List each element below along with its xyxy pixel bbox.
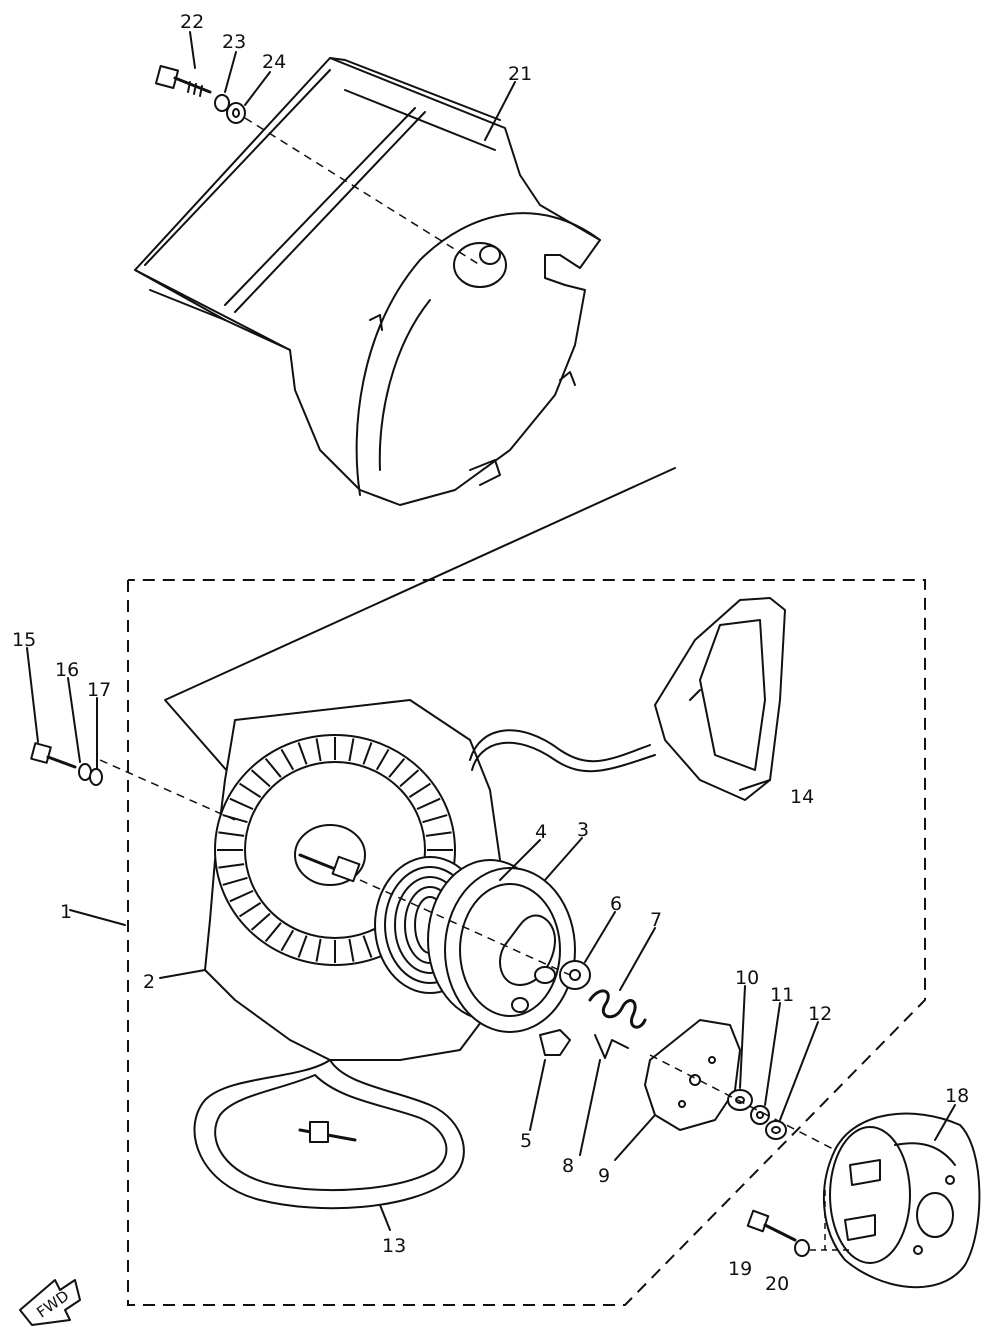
assembly-boundary <box>127 579 926 1306</box>
callout-17: 17 <box>87 679 111 701</box>
callout-1: 1 <box>60 901 72 923</box>
callout-19: 19 <box>728 1258 752 1280</box>
case-fin <box>348 938 355 962</box>
callout-2: 2 <box>143 971 155 993</box>
callout-7: 7 <box>650 909 662 931</box>
case-fin <box>250 912 271 931</box>
starter-rope-loop <box>193 1059 465 1210</box>
callout-16: 16 <box>55 659 79 681</box>
case-fin <box>222 876 248 886</box>
callout-4: 4 <box>535 821 547 843</box>
case-fin <box>315 938 322 962</box>
case-fin <box>297 935 308 958</box>
nut-24 <box>226 102 246 124</box>
case-fin <box>250 769 271 788</box>
bolt-15 <box>30 742 77 769</box>
case-fin <box>280 748 295 771</box>
bolt-axis-line <box>244 117 481 266</box>
case-fin <box>238 902 262 918</box>
fan-shroud <box>134 57 601 506</box>
washer-23 <box>214 94 230 112</box>
case-fin <box>425 831 452 837</box>
callout-6: 6 <box>610 893 622 915</box>
case-fin <box>422 814 448 824</box>
case-fin <box>362 935 373 958</box>
case-fin <box>348 738 355 762</box>
rope-pulley <box>427 859 576 1033</box>
washer-11 <box>750 1105 770 1125</box>
callout-20: 20 <box>765 1273 789 1295</box>
case-fin <box>280 929 295 952</box>
washer-17 <box>89 768 103 786</box>
callout-18: 18 <box>945 1085 969 1107</box>
case-fin <box>222 814 248 824</box>
case-fin <box>229 889 254 903</box>
case-fin <box>375 748 390 771</box>
case-fin <box>297 742 308 765</box>
cup-axis-line <box>810 1190 850 1251</box>
nut-12 <box>765 1120 787 1140</box>
washer-6 <box>559 960 591 990</box>
clip-spring-8 <box>594 1034 629 1059</box>
bolt-19 <box>746 1209 797 1242</box>
callout-5: 5 <box>520 1130 532 1152</box>
fwd-direction-arrow: FWD <box>19 1279 81 1326</box>
callout-8: 8 <box>562 1155 574 1177</box>
callout-14: 14 <box>790 786 814 808</box>
case-fin <box>388 757 406 778</box>
case-fin <box>218 863 245 869</box>
case-fin <box>218 831 245 837</box>
callout-22: 22 <box>180 11 204 33</box>
case-fin <box>264 922 282 943</box>
case-fin <box>238 782 262 798</box>
callout-13: 13 <box>382 1235 406 1257</box>
case-fin <box>416 797 441 811</box>
ratchet-plate-9 <box>644 1019 741 1131</box>
case-fin <box>408 782 432 798</box>
callout-11: 11 <box>770 984 794 1006</box>
callout-21: 21 <box>508 63 532 85</box>
leader-lines <box>26 31 956 1231</box>
case-fin <box>399 769 420 788</box>
case-fin <box>264 757 282 778</box>
callout-10: 10 <box>735 967 759 989</box>
projection-line <box>164 467 676 781</box>
pawl-5 <box>539 1029 571 1056</box>
callout-23: 23 <box>222 31 246 53</box>
callout-9: 9 <box>598 1165 610 1187</box>
starter-handle <box>654 597 786 801</box>
washer-20 <box>794 1239 810 1257</box>
bolt-22 <box>154 64 212 97</box>
starter-rope <box>469 729 651 763</box>
callout-3: 3 <box>577 819 589 841</box>
callout-15: 15 <box>12 629 36 651</box>
case-fin <box>362 742 373 765</box>
callout-24: 24 <box>262 51 286 73</box>
coil-spring-7 <box>588 989 647 1029</box>
washer-10 <box>727 1089 753 1111</box>
callout-12: 12 <box>808 1003 832 1025</box>
case-fin <box>229 797 254 811</box>
case-fin <box>315 738 322 762</box>
starter-cup-18 <box>822 1112 981 1289</box>
assembly-axis-line <box>99 759 836 1151</box>
